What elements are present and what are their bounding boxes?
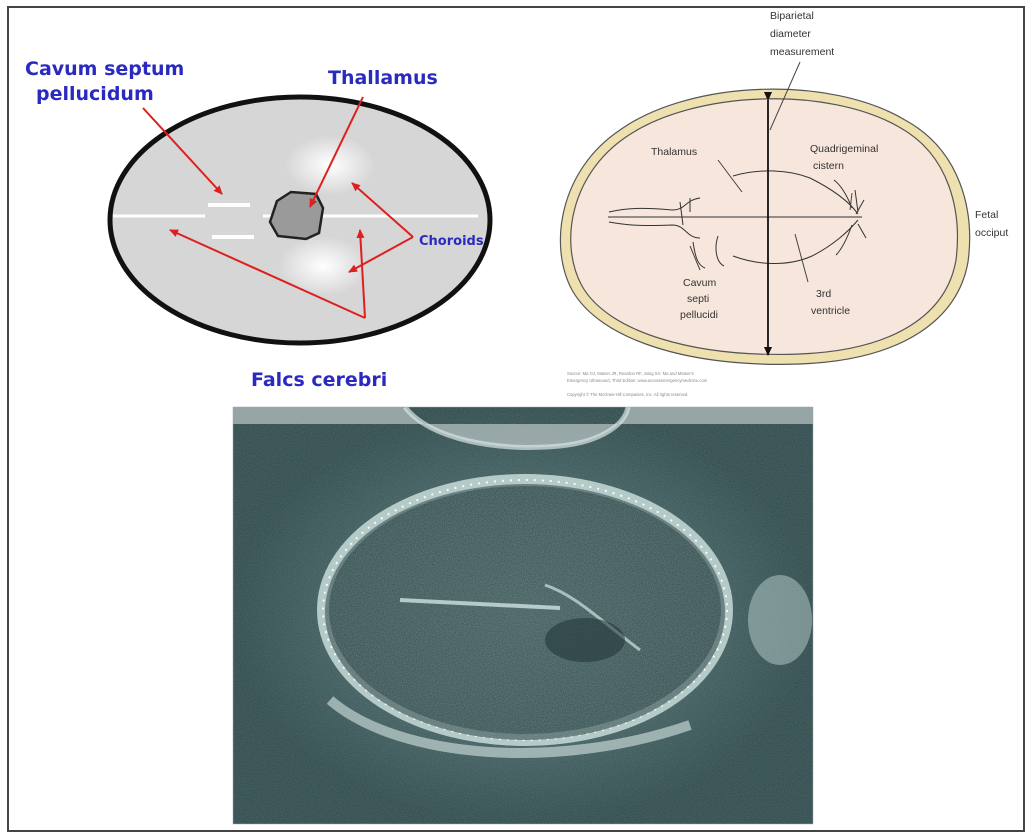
right-diagram: Biparietal diameter measurement Thalamus… (560, 10, 1008, 397)
left-diagram: Cavum septum pellucidum Thallamus Choroi… (25, 58, 490, 391)
choroid-plexus-lower (278, 236, 368, 296)
label-cavum-septum-line1: Cavum septum (25, 58, 184, 80)
label-third-ventricle-line1: 3rd (816, 288, 831, 300)
source-line-3: Copyright © The McGraw-Hill Companies, I… (567, 392, 688, 397)
label-bpd-line2: diameter (770, 28, 811, 40)
ultrasound-image (233, 407, 813, 824)
label-quadrigeminal-line1: Quadrigeminal (810, 143, 878, 155)
source-line-2: Emergency Ultrasound, Third Edition: www… (567, 378, 708, 383)
label-cavum-line2: septi (687, 293, 709, 305)
label-cavum-line1: Cavum (683, 277, 717, 289)
label-third-ventricle-line2: ventricle (811, 305, 850, 317)
label-falcs-cerebri: Falcs cerebri (251, 369, 387, 391)
label-bpd-line3: measurement (770, 46, 834, 58)
label-thallamus: Thallamus (328, 67, 438, 89)
source-line-1: Source: Ma OJ, Mateer JR, Reardon RF, Jo… (567, 371, 694, 376)
label-cavum-line3: pellucidi (680, 309, 718, 321)
thalamus-shape (270, 192, 323, 239)
label-fetal-line1: Fetal (975, 209, 998, 221)
label-thalamus: Thalamus (651, 146, 697, 158)
label-choroids: Choroids (419, 234, 484, 249)
label-fetal-line2: occiput (975, 227, 1008, 239)
skull-interior (571, 99, 958, 355)
label-bpd-line1: Biparietal (770, 10, 814, 22)
label-quadrigeminal-line2: cistern (813, 160, 844, 172)
label-cavum-septum-line2: pellucidum (36, 83, 154, 105)
